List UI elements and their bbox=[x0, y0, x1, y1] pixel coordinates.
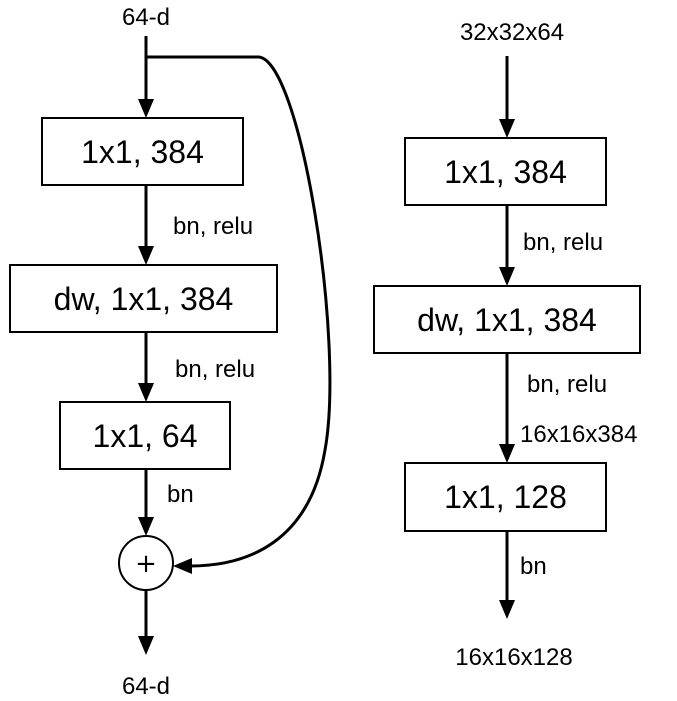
left-layer-2-label: dw, 1x1, 384 bbox=[54, 281, 234, 317]
left-arrowhead-3-add bbox=[138, 517, 154, 536]
left-block: 64-d 1x1, 384 bn, relu dw, 1x1, 384 bn, … bbox=[9, 4, 332, 700]
right-edge-label-3: bn bbox=[520, 553, 547, 580]
right-layer-1-label: 1x1, 384 bbox=[444, 154, 567, 190]
right-input-arrowhead bbox=[499, 119, 515, 138]
left-output-label: 64-d bbox=[122, 673, 170, 700]
left-edge-label-1: bn, relu bbox=[173, 213, 253, 240]
right-output-label: 16x16x128 bbox=[455, 644, 572, 671]
add-symbol: + bbox=[135, 549, 157, 579]
left-layer-3-box bbox=[59, 401, 231, 470]
skip-connection bbox=[146, 55, 332, 568]
right-arrowhead-2-3 bbox=[499, 444, 515, 463]
left-layer-2-box bbox=[9, 264, 278, 333]
right-input-label: 32x32x64 bbox=[460, 19, 564, 46]
right-shape-label: 16x16x384 bbox=[520, 421, 637, 448]
right-edge-label-2: bn, relu bbox=[527, 371, 607, 398]
right-layer-3-label: 1x1, 128 bbox=[444, 479, 567, 515]
right-output-arrowhead bbox=[499, 600, 515, 619]
left-arrowhead-1-2 bbox=[138, 246, 154, 265]
left-output-arrowhead bbox=[138, 636, 154, 655]
right-arrowhead-1-2 bbox=[499, 267, 515, 286]
left-layer-1-label: 1x1, 384 bbox=[81, 134, 204, 170]
left-layer-3-label: 1x1, 64 bbox=[93, 418, 198, 454]
left-layer-1-box bbox=[41, 117, 244, 186]
right-layer-1-box bbox=[404, 137, 607, 206]
left-input-arrowhead bbox=[138, 99, 154, 118]
right-block: 32x32x64 1x1, 384 bn, relu dw, 1x1, 384 … bbox=[373, 19, 641, 671]
right-layer-2-box bbox=[373, 285, 641, 354]
right-layer-2-label: dw, 1x1, 384 bbox=[417, 302, 597, 338]
left-edge-label-2: bn, relu bbox=[175, 356, 255, 383]
skip-connection-arrowhead bbox=[173, 558, 192, 574]
left-arrowhead-2-3 bbox=[138, 383, 154, 402]
left-input-label: 64-d bbox=[122, 4, 170, 31]
right-edge-label-1: bn, relu bbox=[523, 229, 603, 256]
left-edge-label-3: bn bbox=[167, 481, 194, 508]
